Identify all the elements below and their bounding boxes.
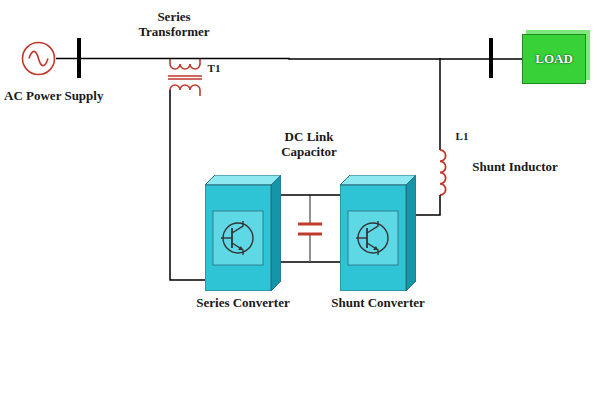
capacitor-label: DC Link Capacitor <box>270 130 348 160</box>
shunt-converter: Shunt Converter <box>340 175 416 315</box>
wire-connector <box>56 58 522 60</box>
converter-label: Shunt Converter <box>331 296 425 311</box>
inductor-symbol <box>440 150 446 195</box>
ac-source-circle <box>21 41 56 76</box>
ac-source: AC Power Supply <box>4 41 103 107</box>
source-label: AC Power Supply <box>4 89 103 104</box>
capacitor-symbol <box>298 195 322 262</box>
wire <box>416 195 440 215</box>
converter-graphic <box>205 175 281 291</box>
ac-source-symbol <box>21 41 56 76</box>
transformer-label: Series Transformer <box>135 10 213 40</box>
converter-label: Series Converter <box>196 296 290 311</box>
designator: L1 <box>450 130 474 143</box>
inductor-label: Shunt Inductor <box>455 160 575 175</box>
converter-graphic <box>340 175 416 291</box>
wire <box>439 58 441 150</box>
wire-connector <box>281 194 340 196</box>
bus-bar <box>489 38 493 78</box>
converter-box-graphic <box>205 175 281 291</box>
load-box: LOAD <box>522 34 586 84</box>
load-label: LOAD <box>535 52 573 67</box>
designator: T1 <box>202 62 226 75</box>
series-transformer-symbol <box>168 58 202 96</box>
wire <box>170 90 205 280</box>
series-converter: Series Converter <box>205 175 281 315</box>
converter-box-graphic <box>340 175 416 291</box>
